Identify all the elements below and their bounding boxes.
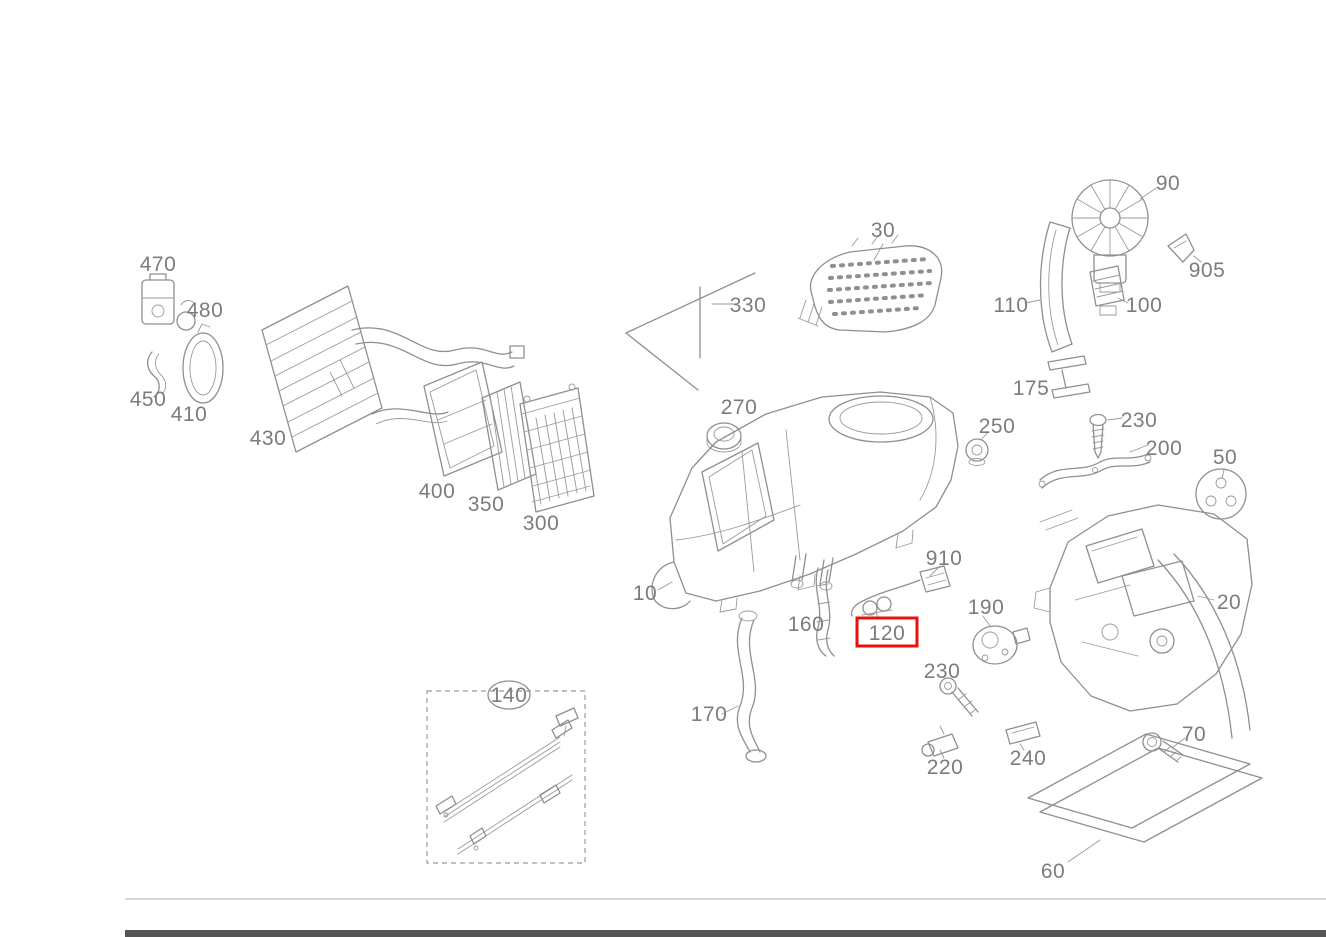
part-label-240[interactable]: 240 xyxy=(1010,747,1047,770)
part-330-panel-lines-drawing xyxy=(625,272,756,391)
part-175-bracket-drawing xyxy=(1047,355,1091,399)
part-label-100[interactable]: 100 xyxy=(1126,294,1163,317)
part-250-grommet-drawing xyxy=(965,431,989,466)
part-label-430[interactable]: 430 xyxy=(250,427,287,450)
part-110-duct-drawing xyxy=(1024,221,1073,353)
part-480-oring-drawing xyxy=(176,300,196,331)
part-label-160[interactable]: 160 xyxy=(788,613,825,636)
part-label-250[interactable]: 250 xyxy=(979,415,1016,438)
part-400-frame-drawing xyxy=(423,361,503,477)
part-190-actuator-drawing xyxy=(972,615,1031,665)
highlight-box-120 xyxy=(855,616,919,648)
part-470-receiver-drier-drawing xyxy=(141,273,175,325)
part-label-60[interactable]: 60 xyxy=(1041,860,1065,883)
part-label-910[interactable]: 910 xyxy=(926,547,963,570)
part-label-10[interactable]: 10 xyxy=(633,582,657,605)
part-label-50[interactable]: 50 xyxy=(1213,446,1237,469)
part-label-905[interactable]: 905 xyxy=(1189,259,1226,282)
part-label-175[interactable]: 175 xyxy=(1013,377,1050,400)
part-170-drain-hose-long-drawing xyxy=(721,610,767,763)
part-220-valve-drawing xyxy=(921,725,959,759)
part-label-200[interactable]: 200 xyxy=(1146,437,1183,460)
part-label-470[interactable]: 470 xyxy=(140,253,177,276)
part-label-330[interactable]: 330 xyxy=(730,294,767,317)
part-label-190[interactable]: 190 xyxy=(968,596,1005,619)
part-label-140[interactable]: 140 xyxy=(491,684,528,707)
part-label-120-highlighted[interactable]: 120 xyxy=(869,622,906,645)
part-label-410[interactable]: 410 xyxy=(171,403,208,426)
part-240-clamp-drawing xyxy=(1005,721,1041,751)
part-label-30[interactable]: 30 xyxy=(871,219,895,242)
group-140-boundary xyxy=(426,690,586,864)
part-20-heater-box-drawing xyxy=(1033,504,1253,739)
part-label-110[interactable]: 110 xyxy=(994,294,1029,317)
part-230-screw-top-drawing xyxy=(1089,413,1123,459)
part-label-450[interactable]: 450 xyxy=(130,388,167,411)
part-label-480[interactable]: 480 xyxy=(187,299,224,322)
part-450-bracket-drawing xyxy=(147,351,167,398)
part-430-evaporator-drawing xyxy=(261,285,525,453)
part-350-filter-drawing xyxy=(481,381,537,491)
part-label-170[interactable]: 170 xyxy=(691,703,728,726)
part-label-230-lower[interactable]: 230 xyxy=(924,660,961,683)
part-label-400[interactable]: 400 xyxy=(419,480,456,503)
part-label-220[interactable]: 220 xyxy=(927,756,964,779)
part-160-drain-hose-drawing xyxy=(815,567,835,657)
part-70-bolt-drawing xyxy=(1142,732,1186,763)
part-100-regulator-drawing xyxy=(1089,265,1129,316)
part-30-control-unit-drawing xyxy=(797,234,943,333)
part-905-bracket-drawing xyxy=(1167,233,1202,263)
part-90-blower-motor-drawing xyxy=(1071,179,1159,293)
part-300-heater-core-drawing xyxy=(519,383,595,513)
part-label-90[interactable]: 90 xyxy=(1156,172,1180,195)
part-label-350[interactable]: 350 xyxy=(468,493,505,516)
part-label-230-top[interactable]: 230 xyxy=(1121,409,1158,432)
part-910-connector-drawing xyxy=(850,565,951,617)
part-50-seal-ring-drawing xyxy=(1195,468,1247,520)
part-10-main-housing-drawing xyxy=(651,391,959,613)
part-270-cap-drawing xyxy=(706,422,742,453)
part-label-300[interactable]: 300 xyxy=(523,512,560,535)
part-120-harness-connector-drawing xyxy=(861,596,893,619)
part-60-insulation-panels-drawing xyxy=(1027,733,1263,863)
part-410-seal-plate-drawing xyxy=(182,323,224,404)
page-footer-bar xyxy=(125,930,1326,937)
part-label-20[interactable]: 20 xyxy=(1217,591,1241,614)
part-label-70[interactable]: 70 xyxy=(1182,723,1206,746)
part-140-rail-assembly-drawing xyxy=(426,680,586,864)
part-230-screw-lower-drawing xyxy=(939,677,979,717)
part-200-bracket-strip-drawing xyxy=(1038,444,1152,489)
part-label-270[interactable]: 270 xyxy=(721,396,758,419)
